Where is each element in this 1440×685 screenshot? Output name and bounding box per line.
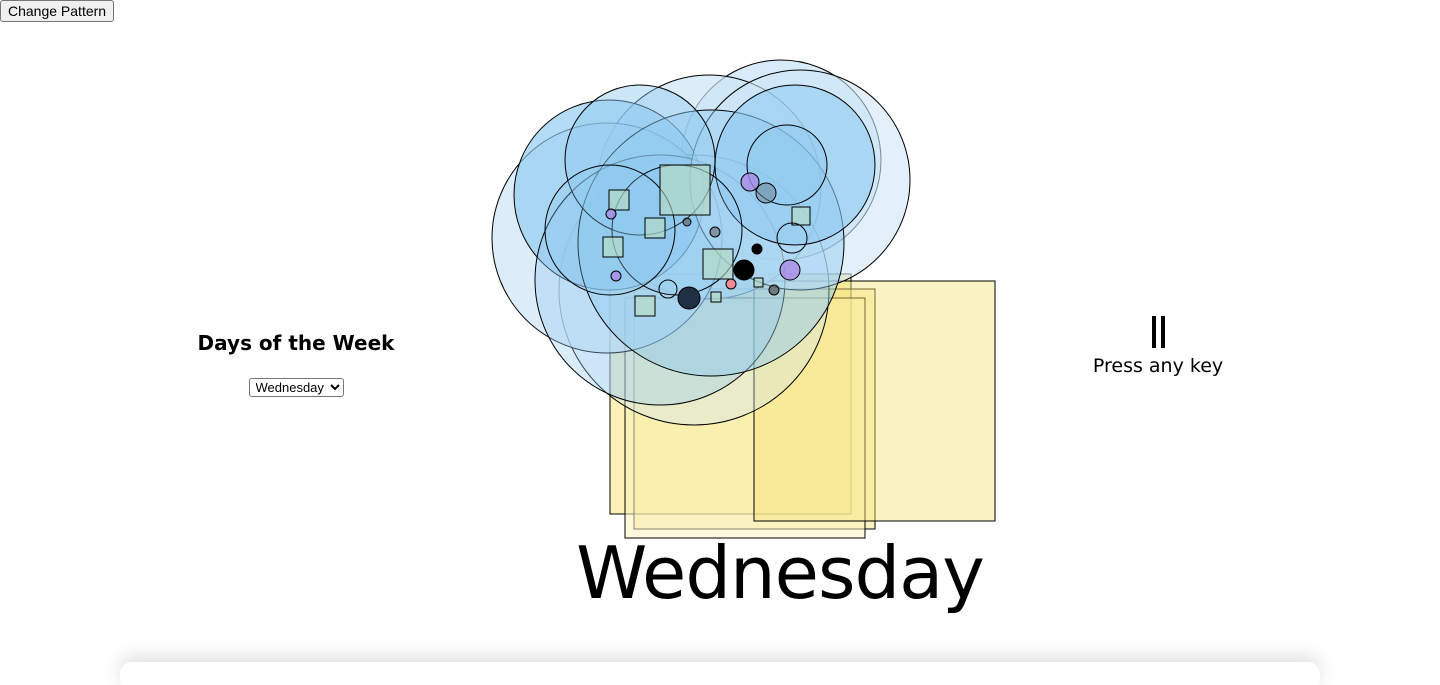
green-square <box>644 217 666 239</box>
green-square <box>634 295 656 317</box>
pattern-dot <box>733 259 755 281</box>
green-square <box>791 206 811 226</box>
pattern-dot <box>709 226 721 238</box>
pattern-dot <box>768 284 780 296</box>
green-square <box>602 236 624 258</box>
pattern-dot <box>677 286 701 310</box>
change-pattern-button[interactable]: Change Pattern <box>0 0 115 22</box>
days-panel: Days of the Week Wednesday <box>196 330 396 397</box>
pattern-dot <box>755 182 777 204</box>
green-square <box>702 248 734 280</box>
pause-icon[interactable] <box>1090 314 1226 348</box>
pattern-circle <box>544 164 676 296</box>
day-heading: Wednesday <box>576 531 985 615</box>
press-any-key-hint: Press any key <box>1092 355 1224 377</box>
pattern-dot <box>658 279 678 299</box>
pattern-dot <box>779 259 801 281</box>
green-square <box>608 189 630 211</box>
pattern-dot <box>751 243 763 255</box>
playback-panel: Press any key <box>1090 314 1226 378</box>
pattern-dot <box>725 278 737 290</box>
pattern-dot <box>740 172 760 192</box>
yellow-square <box>624 297 866 539</box>
green-square <box>753 277 764 288</box>
pattern-dot <box>682 217 692 227</box>
panel-title: Days of the Week <box>197 331 395 355</box>
day-select[interactable]: Wednesday <box>248 378 344 397</box>
pattern-dot <box>776 222 808 254</box>
yellow-square <box>753 280 996 522</box>
pattern-dot <box>610 270 622 282</box>
bottom-panel-edge <box>120 662 1320 685</box>
pattern-dot <box>605 208 617 220</box>
green-square <box>659 164 711 216</box>
green-square <box>710 291 722 303</box>
